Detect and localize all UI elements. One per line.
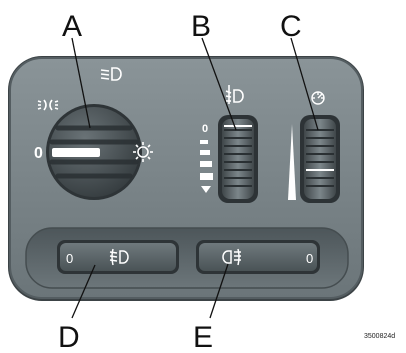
instrument-dimmer-wheel[interactable] [300, 115, 340, 203]
rear-fog-off-label: 0 [306, 251, 313, 266]
front-fog-light-button[interactable]: 0 [57, 240, 179, 274]
front-fog-off-label: 0 [66, 251, 73, 266]
reference-code: 3500824d [364, 333, 395, 340]
callout-b: B [191, 10, 211, 43]
headlight-rotary-switch[interactable] [46, 104, 142, 200]
level-scale [200, 140, 213, 193]
headlight-level-icon [225, 85, 244, 104]
level-off-label: 0 [202, 123, 208, 135]
headlights-on-icon [133, 142, 153, 162]
dial-off-label: 0 [34, 145, 43, 162]
headlight-level-wheel[interactable] [218, 115, 258, 203]
callout-a: A [62, 10, 82, 43]
parking-lights-icon [37, 99, 59, 111]
callout-leaders [71, 37, 319, 319]
dimmer-ramp-indicator [288, 124, 296, 200]
front-fog-light-icon [109, 248, 129, 266]
dial-pointer [52, 148, 100, 157]
low-beam-icon [100, 67, 122, 81]
instrument-dimmer-icon [311, 91, 325, 105]
rear-fog-light-icon [222, 248, 241, 266]
callout-d: D [58, 321, 80, 353]
rear-fog-light-button[interactable]: 0 [196, 240, 320, 274]
callout-c: C [280, 10, 302, 43]
dial-grip-ridges [49, 125, 139, 179]
callout-e: E [193, 321, 213, 353]
